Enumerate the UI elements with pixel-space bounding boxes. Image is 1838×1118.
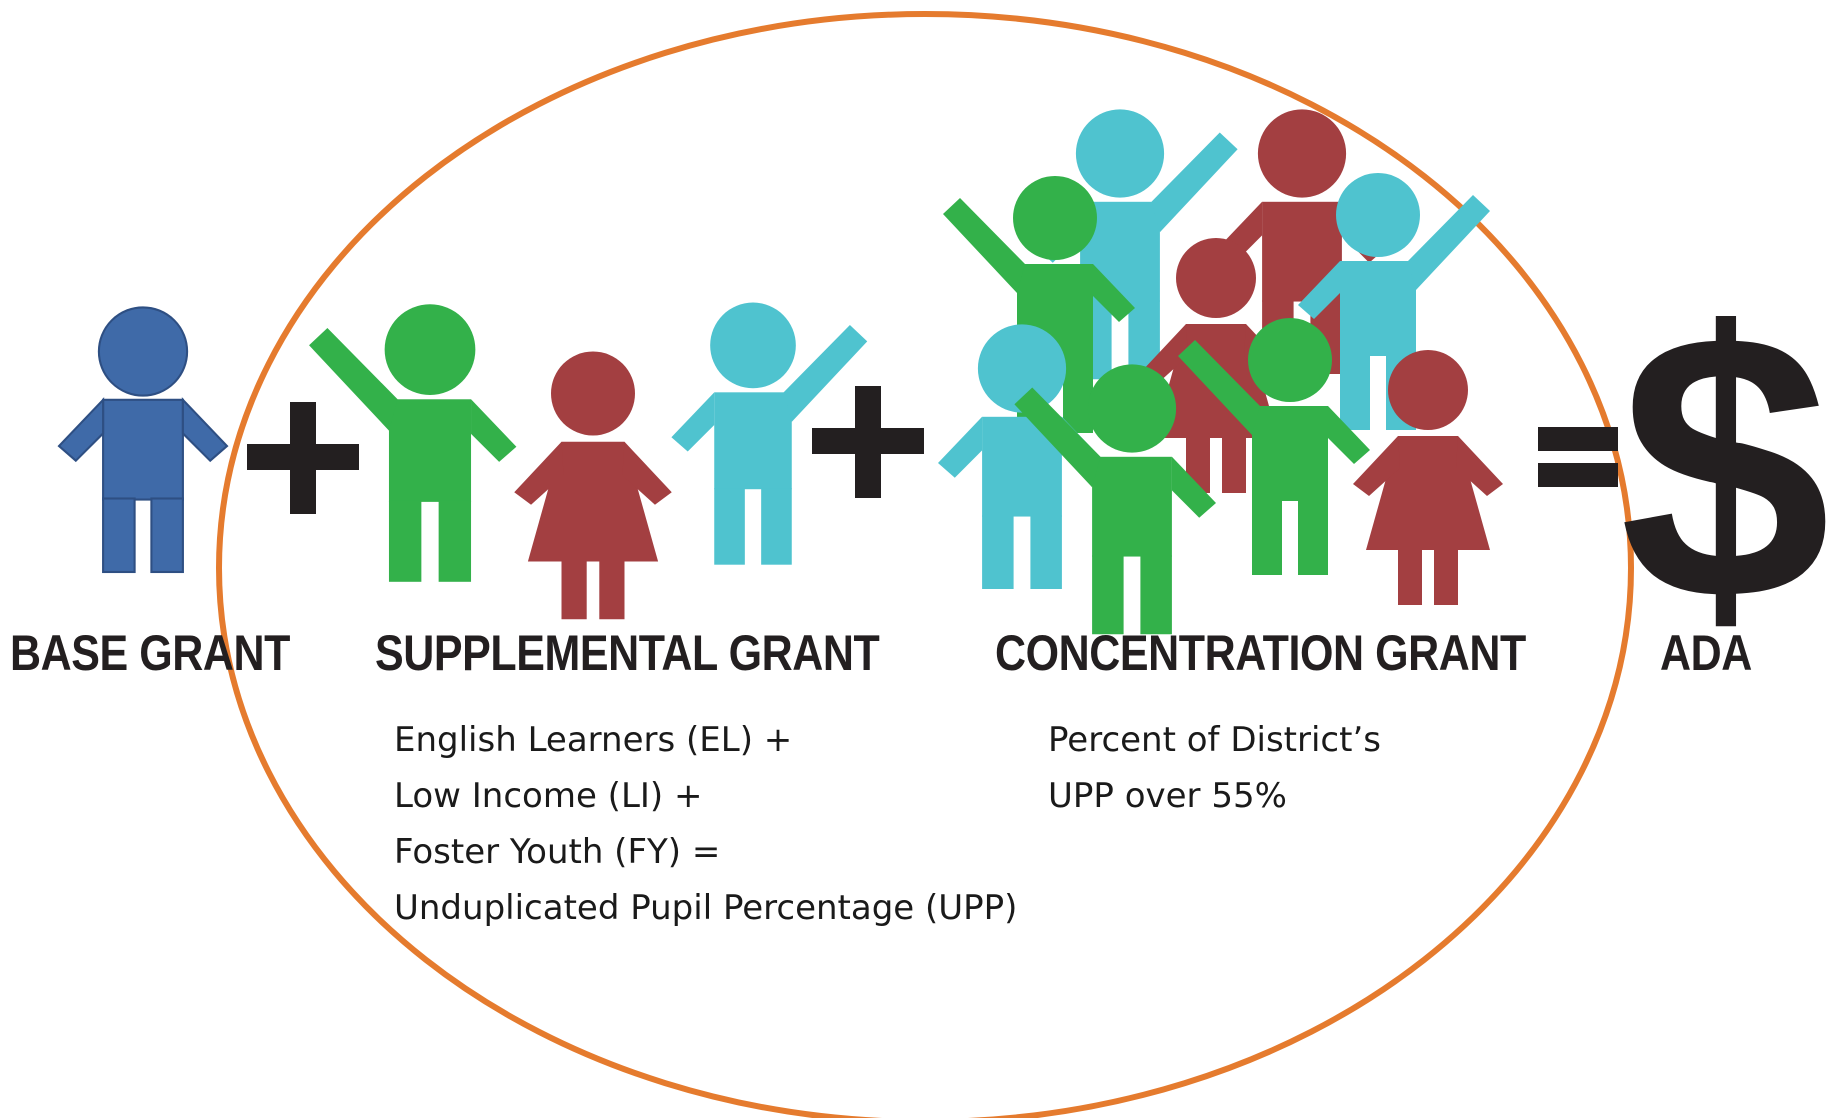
supplemental-description: English Learners (EL) + Low Income (LI) … [394, 712, 1017, 936]
equals-operator [1538, 427, 1618, 487]
grant-grouping-ellipse [216, 11, 1634, 1118]
base-grant-child-icon [57, 306, 229, 574]
concentration-description: Percent of District’s UPP over 55% [1048, 712, 1381, 824]
supplemental-line-el: English Learners (EL) + [394, 720, 793, 760]
concentration-grant-label: CONCENTRATION GRANT [995, 625, 1526, 681]
supplemental-grant-label: SUPPLEMENTAL GRANT [375, 625, 880, 681]
concentration-line-1: Percent of District’s [1048, 720, 1381, 760]
supplemental-line-li: Low Income (LI) + [394, 776, 703, 816]
dollar-sign-icon: $ [1619, 254, 1830, 679]
concentration-grant-crowd-icon [938, 109, 1503, 635]
concentration-line-2: UPP over 55% [1048, 776, 1287, 816]
supplemental-line-upp: Unduplicated Pupil Percentage (UPP) [394, 888, 1018, 928]
supplemental-line-fy: Foster Youth (FY) = [394, 832, 721, 872]
supplemental-grant-children-icon [309, 302, 868, 620]
ada-label: ADA [1660, 625, 1752, 681]
plus-operator-1 [247, 402, 359, 514]
plus-operator-2 [812, 386, 924, 498]
base-grant-label: BASE GRANT [10, 625, 290, 681]
